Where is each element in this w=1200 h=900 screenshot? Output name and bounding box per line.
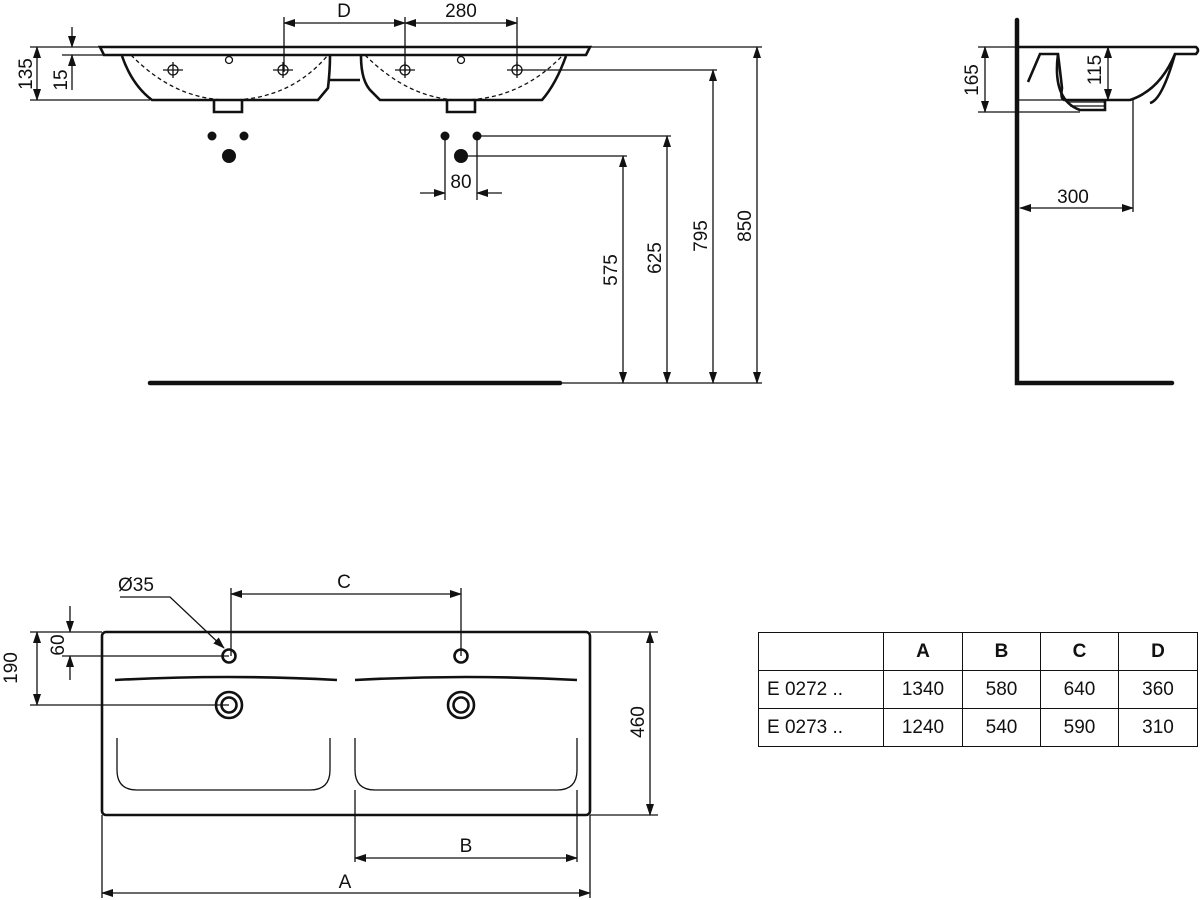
table-header-cell: B (962, 632, 1041, 671)
dim-c-label: C (337, 572, 351, 593)
dim-280-label: 280 (445, 1, 477, 22)
right-bowl (359, 55, 568, 102)
dim-b-label: B (460, 836, 473, 857)
table-header-row: A B C D (758, 632, 1198, 671)
model-cell: E 0272 .. (758, 670, 884, 709)
hole-leader (120, 596, 225, 649)
dim-135-label: 135 (16, 58, 37, 90)
value-cell: 1240 (883, 708, 963, 747)
dim-80-label: 80 (450, 172, 471, 193)
table-row: E 0272 .. 1340 580 640 360 (758, 670, 1198, 709)
dim-300-label: 300 (1057, 187, 1089, 208)
table-header-cell (758, 632, 884, 671)
dim-a-label: A (339, 872, 352, 893)
left-bowl-outline (116, 738, 331, 791)
basin-outline (100, 630, 592, 817)
dim-hole-label: Ø35 (118, 575, 154, 596)
value-cell: 580 (962, 670, 1041, 709)
side-view: 165 115 300 (962, 17, 1200, 386)
dim-60-label: 60 (48, 634, 69, 655)
value-cell: 1340 (883, 670, 963, 709)
table-header-cell: C (1040, 632, 1119, 671)
value-cell: 360 (1118, 670, 1198, 709)
value-cell: 540 (962, 708, 1041, 747)
dim-15-label: 15 (51, 69, 72, 90)
table-header-cell: D (1118, 632, 1198, 671)
dim-165-label: 165 (962, 64, 983, 96)
front-view: D 280 135 15 80 575 625 795 850 (16, 1, 762, 386)
table-header-cell: A (883, 632, 963, 671)
drain-icons (214, 690, 476, 720)
dim-795-label: 795 (691, 220, 712, 252)
dim-460-label: 460 (628, 706, 649, 738)
dim-d-label: D (337, 1, 351, 22)
dim-190-label: 190 (1, 652, 22, 684)
left-waste (212, 100, 244, 114)
wall-line (1014, 17, 1175, 386)
basin-rim (97, 45, 593, 57)
dim-575-label: 575 (601, 254, 622, 286)
value-cell: 640 (1040, 670, 1119, 709)
side-basin-profile (1019, 45, 1200, 102)
bowl-edges (114, 675, 578, 682)
supply-connection-dots (207, 131, 482, 163)
dim-625-label: 625 (645, 242, 666, 274)
value-cell: 310 (1118, 708, 1198, 747)
dim-115-label: 115 (1085, 55, 1106, 85)
left-bowl (120, 55, 332, 102)
right-bowl-dashed (364, 54, 564, 101)
top-view: Ø35 C 60 190 460 B A (1, 572, 658, 898)
right-waste (445, 100, 477, 114)
model-cell: E 0273 .. (758, 708, 884, 747)
table-row: E 0273 .. 1240 540 590 310 (758, 708, 1198, 747)
value-cell: 590 (1040, 708, 1119, 747)
dimension-table: A B C D E 0272 .. 1340 580 640 360 E 027… (758, 632, 1198, 747)
dim-850-label: 850 (735, 210, 756, 242)
tap-hole-icons (163, 55, 527, 78)
left-bowl-dashed (130, 54, 329, 101)
right-bowl-outline (354, 738, 578, 791)
